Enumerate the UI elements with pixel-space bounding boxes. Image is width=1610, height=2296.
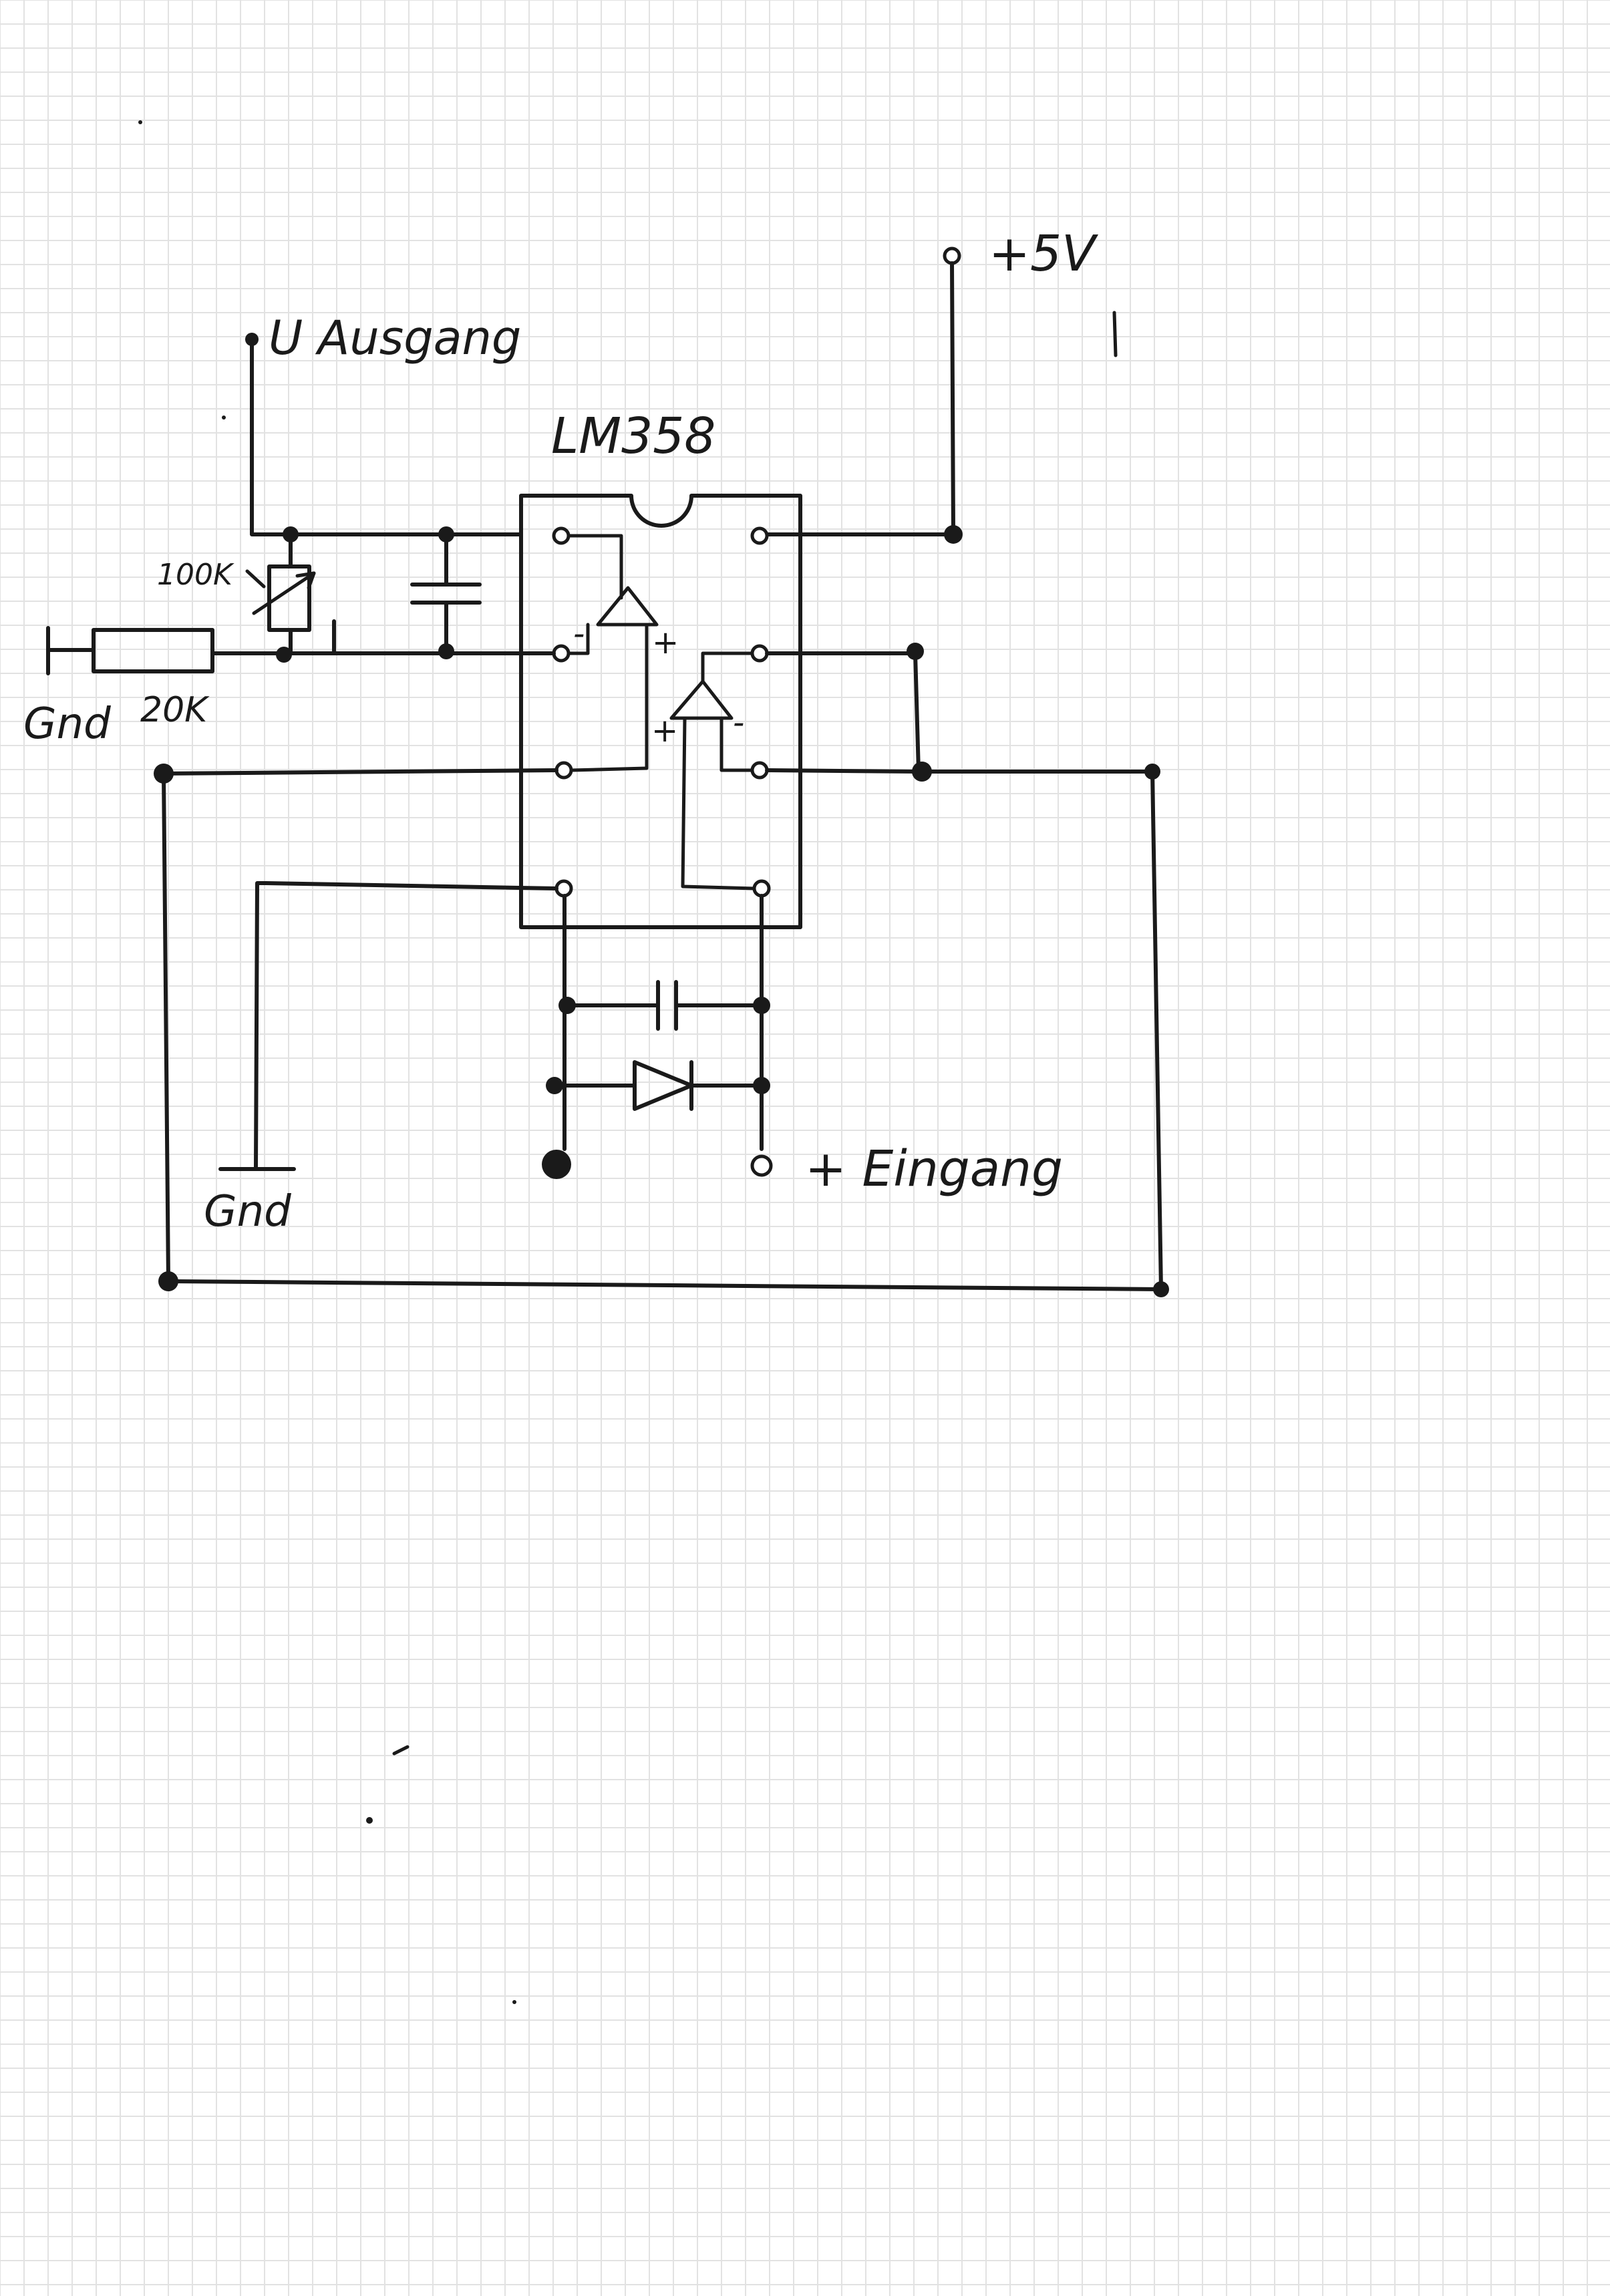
supply-label: +5V	[989, 225, 1098, 283]
pin4-pin5-network: + Eingang	[542, 894, 1063, 1198]
ground-left-label: Gnd	[23, 699, 111, 749]
input-network: 100K 20K Gnd	[23, 526, 556, 749]
pin-1	[552, 526, 571, 545]
stray-marks	[138, 120, 516, 2004]
diode	[633, 1060, 693, 1111]
ground-lower: Gnd	[204, 881, 558, 1237]
chip-label: LM358	[551, 407, 715, 465]
pin-8	[750, 526, 769, 545]
pin-4	[554, 879, 573, 898]
opamp-a-plus: +	[652, 624, 679, 661]
pin-6	[750, 761, 769, 780]
ground-lower-label: Gnd	[204, 1187, 291, 1237]
supply-terminal: +5V	[756, 225, 1118, 544]
pot-value: 100K	[157, 558, 234, 592]
pin-7	[750, 644, 769, 663]
output-label: U Ausgang	[269, 311, 521, 365]
input-label: + Eingang	[805, 1140, 1063, 1198]
outer-loop	[154, 764, 1163, 1291]
pin-5	[752, 879, 771, 898]
pin-2	[552, 644, 571, 663]
resistor-20k	[92, 628, 214, 673]
opamp-a-minus: -	[573, 615, 585, 653]
output-terminal: U Ausgang	[245, 311, 523, 536]
pin-3	[554, 761, 573, 780]
resistor-value: 20K	[140, 690, 210, 730]
opamp-b-plus: +	[651, 712, 678, 750]
lm358-chip: LM358 - + + -	[519, 407, 802, 929]
opamp-b-minus: -	[733, 704, 744, 742]
feedback-loop	[765, 643, 1169, 1297]
